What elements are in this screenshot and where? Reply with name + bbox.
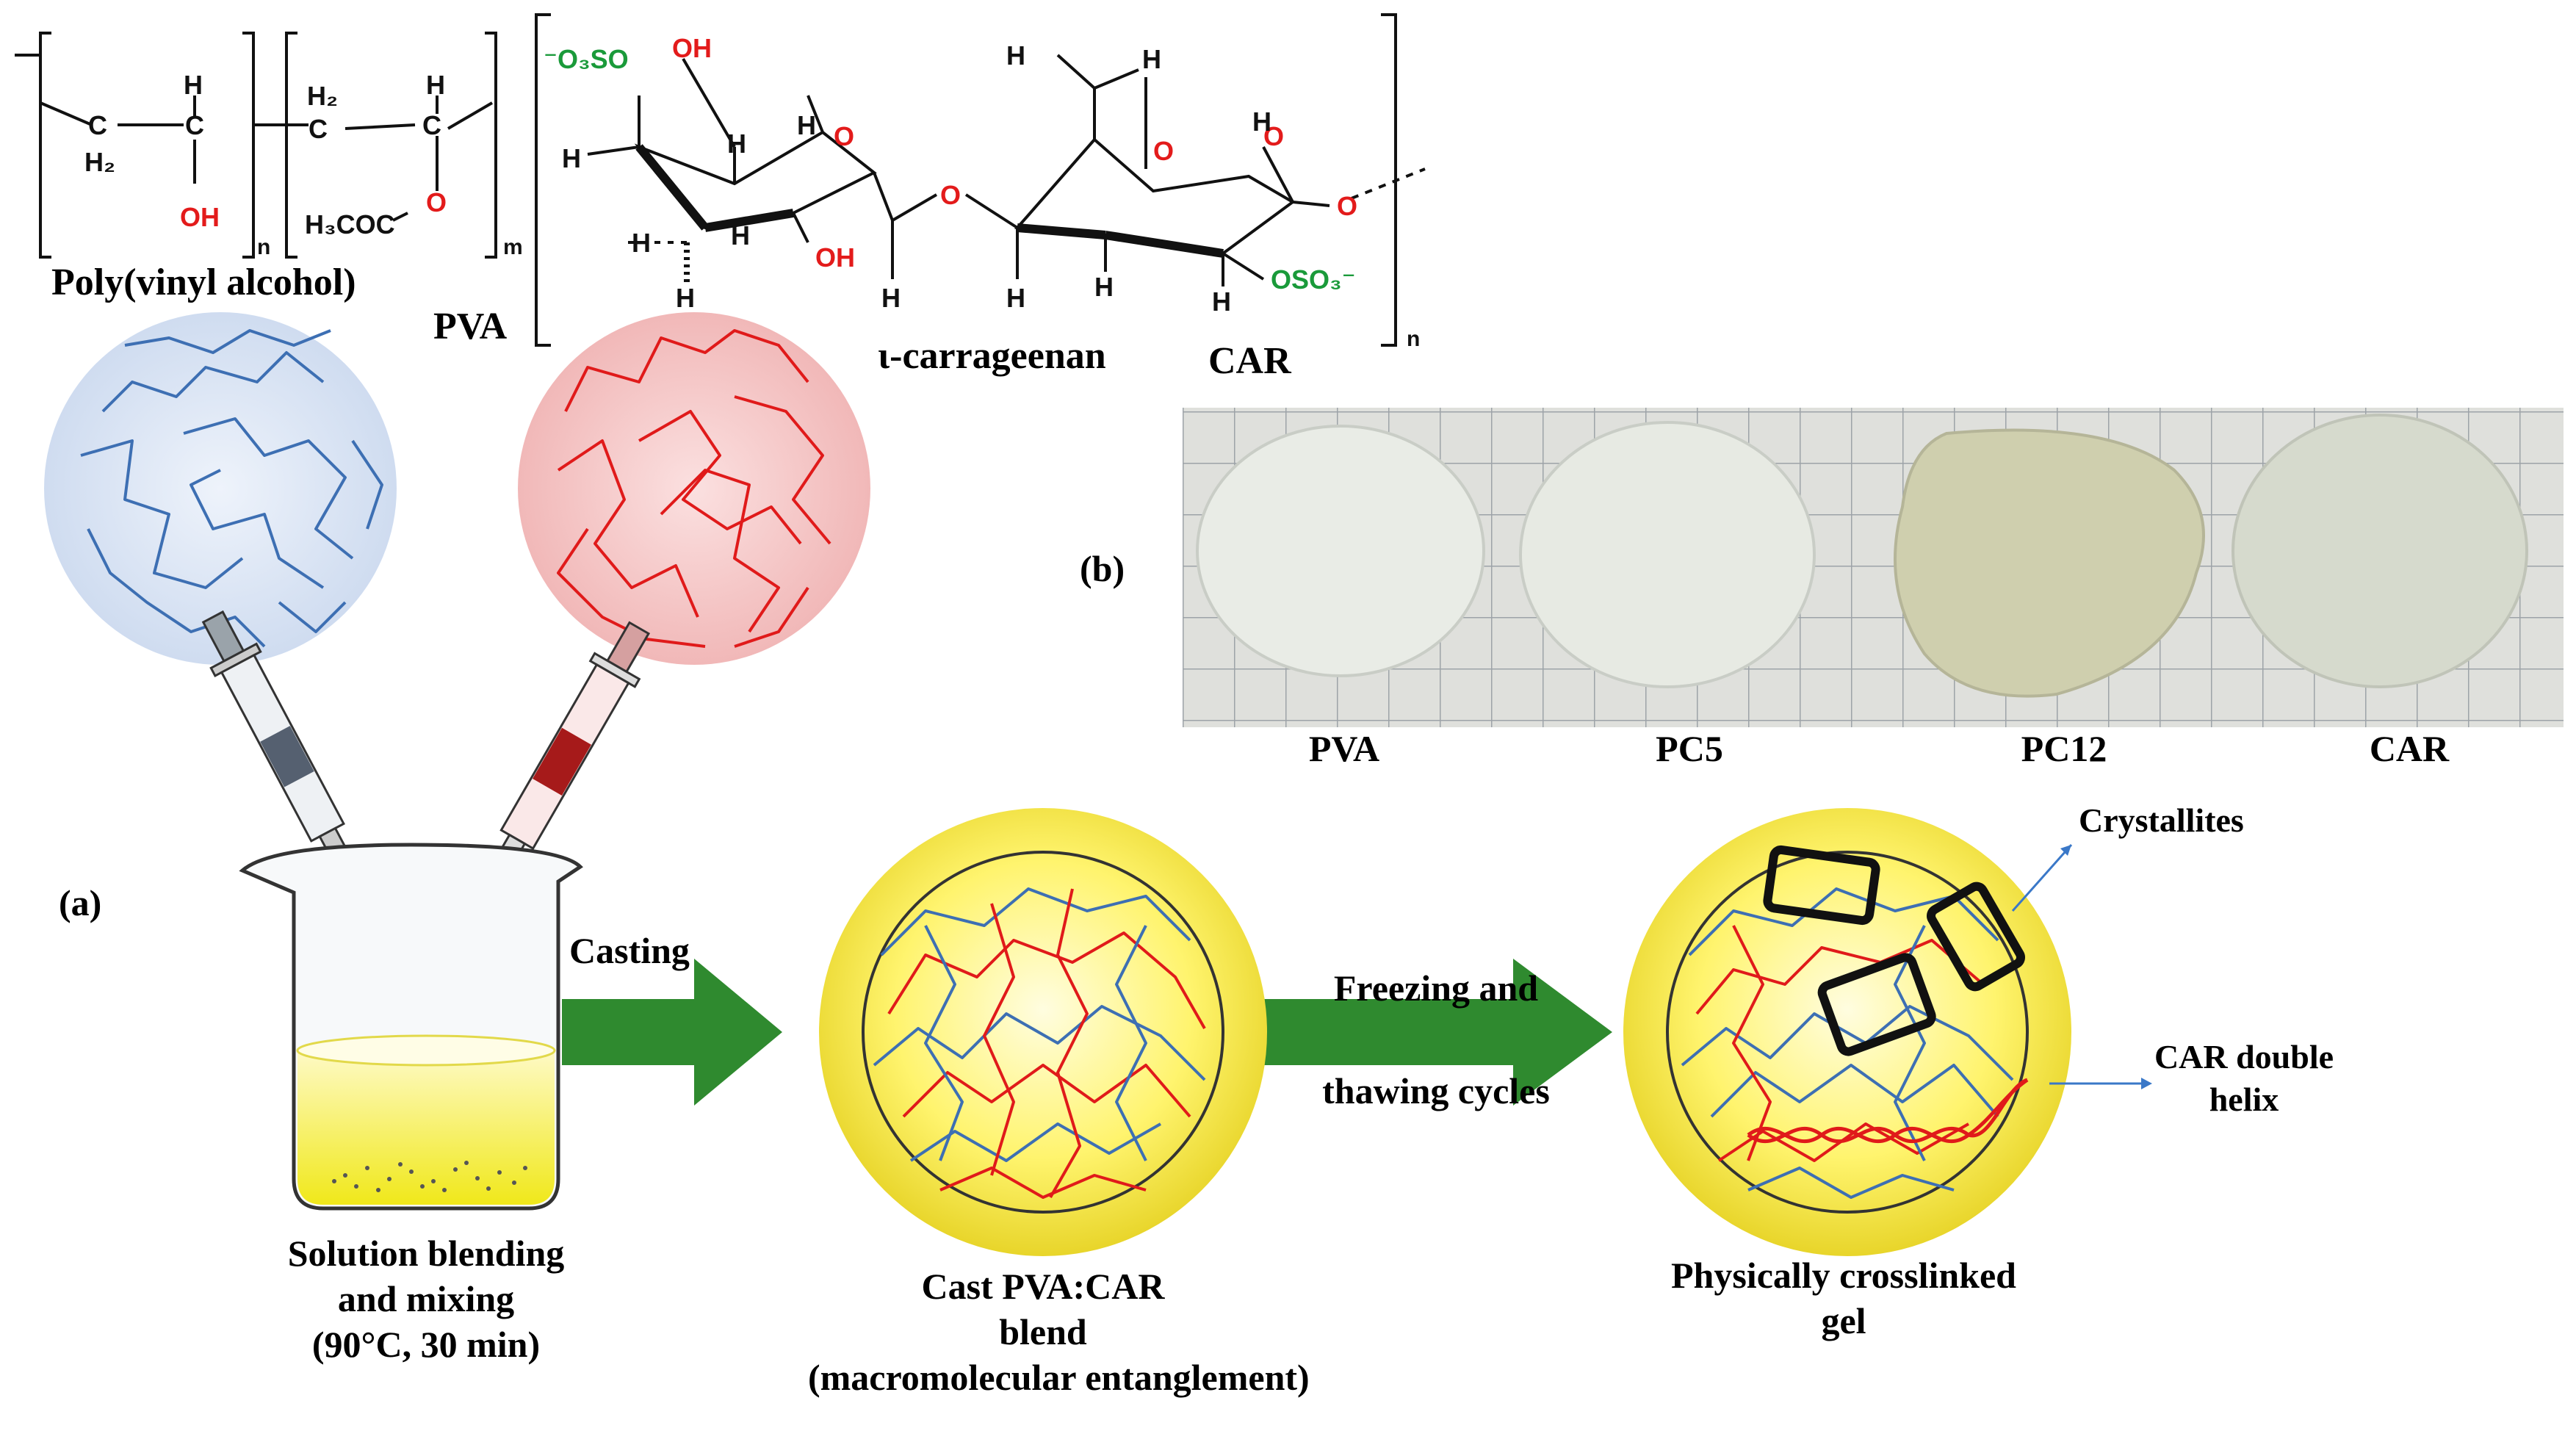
pva-abbr: PVA — [433, 306, 508, 347]
step2-line2: blend — [999, 1311, 1087, 1352]
pva-acetate-group: H₃COC — [305, 209, 395, 239]
step1-line3: (90°C, 30 min) — [311, 1324, 541, 1365]
car-h-9: H — [1142, 44, 1161, 74]
car-chain-circle — [518, 312, 870, 665]
pva-c2: C — [185, 110, 204, 140]
car-h-4: H — [632, 228, 651, 258]
sample-disc-car — [2232, 414, 2528, 688]
car-end-o: O — [1337, 191, 1358, 221]
beaker — [239, 843, 583, 1211]
car-h-11: H — [1006, 283, 1025, 313]
pva-acetate-o: O — [426, 187, 447, 217]
car-ring-o1: O — [834, 121, 855, 151]
pva-syringe — [201, 610, 373, 916]
pva-name: Poly(vinyl alcohol) — [51, 262, 356, 303]
car-structure — [535, 13, 1426, 347]
freezing-arrow — [1263, 959, 1612, 1106]
pva-chain-circle — [44, 312, 397, 665]
pva-n: n — [257, 235, 271, 259]
pva-m: m — [503, 235, 523, 259]
car-h-13: H — [1212, 286, 1231, 317]
panel-b-label: (b) — [1080, 548, 1125, 589]
car-h-3: H — [797, 110, 816, 140]
car-h-5: H — [731, 220, 750, 250]
car-h-2: H — [727, 129, 746, 159]
car-ring-o3: O — [1263, 121, 1285, 151]
car-oh2: OH — [815, 242, 855, 273]
sample-disc-pva — [1196, 425, 1485, 677]
car-bridge-o: O — [940, 180, 962, 210]
cast-blend-circle — [819, 808, 1267, 1256]
sample-disc-pc12 — [1894, 428, 2205, 698]
step2-line1: Cast PVA:CAR — [921, 1266, 1165, 1307]
sample-label-pc5: PC5 — [1656, 728, 1723, 769]
sample-disc-pc5 — [1519, 421, 1816, 688]
car-oh1: OH — [672, 33, 712, 63]
crystallite-boxes — [1763, 845, 2025, 1056]
crystallites-callout-line — [2011, 844, 2073, 912]
casting-arrow — [562, 959, 782, 1106]
car-name: ι-carrageenan — [878, 335, 1106, 377]
car-ring-o2: O — [1153, 136, 1175, 166]
pva-h: H — [184, 70, 203, 100]
car-abbr: CAR — [1208, 340, 1291, 382]
car-h-1: H — [562, 143, 581, 173]
freezing-line1: Freezing and — [1333, 967, 1539, 1009]
casting-label: Casting — [569, 930, 690, 971]
sample-photo — [1183, 408, 2564, 727]
freezing-caption: Freezing and thawing cycles — [1278, 937, 1594, 1142]
car-h-8: H — [1006, 40, 1025, 71]
sample-label-pc12: PC12 — [2021, 728, 2107, 769]
step2-line3: (macromolecular entanglement) — [808, 1357, 1310, 1398]
step3-line2: gel — [1821, 1300, 1866, 1341]
car-h-7: H — [881, 283, 901, 313]
sample-label-car: CAR — [2369, 728, 2450, 769]
car-sulfate2: OSO₃⁻ — [1271, 264, 1356, 295]
crystallites-label: Crystallites — [2079, 801, 2244, 839]
freezing-line2: thawing cycles — [1322, 1070, 1550, 1111]
car-h-6: H — [676, 283, 695, 313]
step2-caption: Cast PVA:CAR blend (macromolecular entan… — [808, 1263, 1310, 1400]
car-h-10: H — [1252, 107, 1271, 137]
step1-line2: and mixing — [337, 1278, 515, 1319]
pva-acetate-c2: C — [422, 110, 441, 140]
pva-oh: OH — [180, 202, 220, 232]
pva-acetate-c1: C — [309, 114, 328, 144]
car-syringe — [469, 621, 651, 922]
car-h-12: H — [1094, 272, 1114, 302]
pva-acetate-h: H — [426, 70, 445, 100]
sample-label-pva: PVA — [1308, 728, 1380, 769]
helix-line1: CAR double — [2154, 1038, 2334, 1075]
car-double-helix — [1747, 1078, 2029, 1144]
pva-structure — [15, 32, 497, 259]
helix-caption: CAR double helix — [2145, 1036, 2343, 1121]
helix-line2: helix — [2209, 1081, 2279, 1118]
step1-caption: Solution blending and mixing (90°C, 30 m… — [220, 1230, 632, 1367]
pva-acetate-h2: H₂ — [307, 81, 338, 111]
pva-c1: C — [88, 110, 107, 140]
crosslinked-gel-circle — [1623, 808, 2071, 1256]
step3-line1: Physically crosslinked — [1671, 1255, 2016, 1296]
panel-a-label: (a) — [59, 882, 102, 923]
step1-line1: Solution blending — [287, 1233, 565, 1274]
car-n: n — [1407, 327, 1421, 351]
step3-caption: Physically crosslinked gel — [1594, 1252, 2093, 1344]
pva-h2: H₂ — [84, 147, 115, 177]
car-sulfate1: ⁻O₃SO — [544, 44, 629, 74]
